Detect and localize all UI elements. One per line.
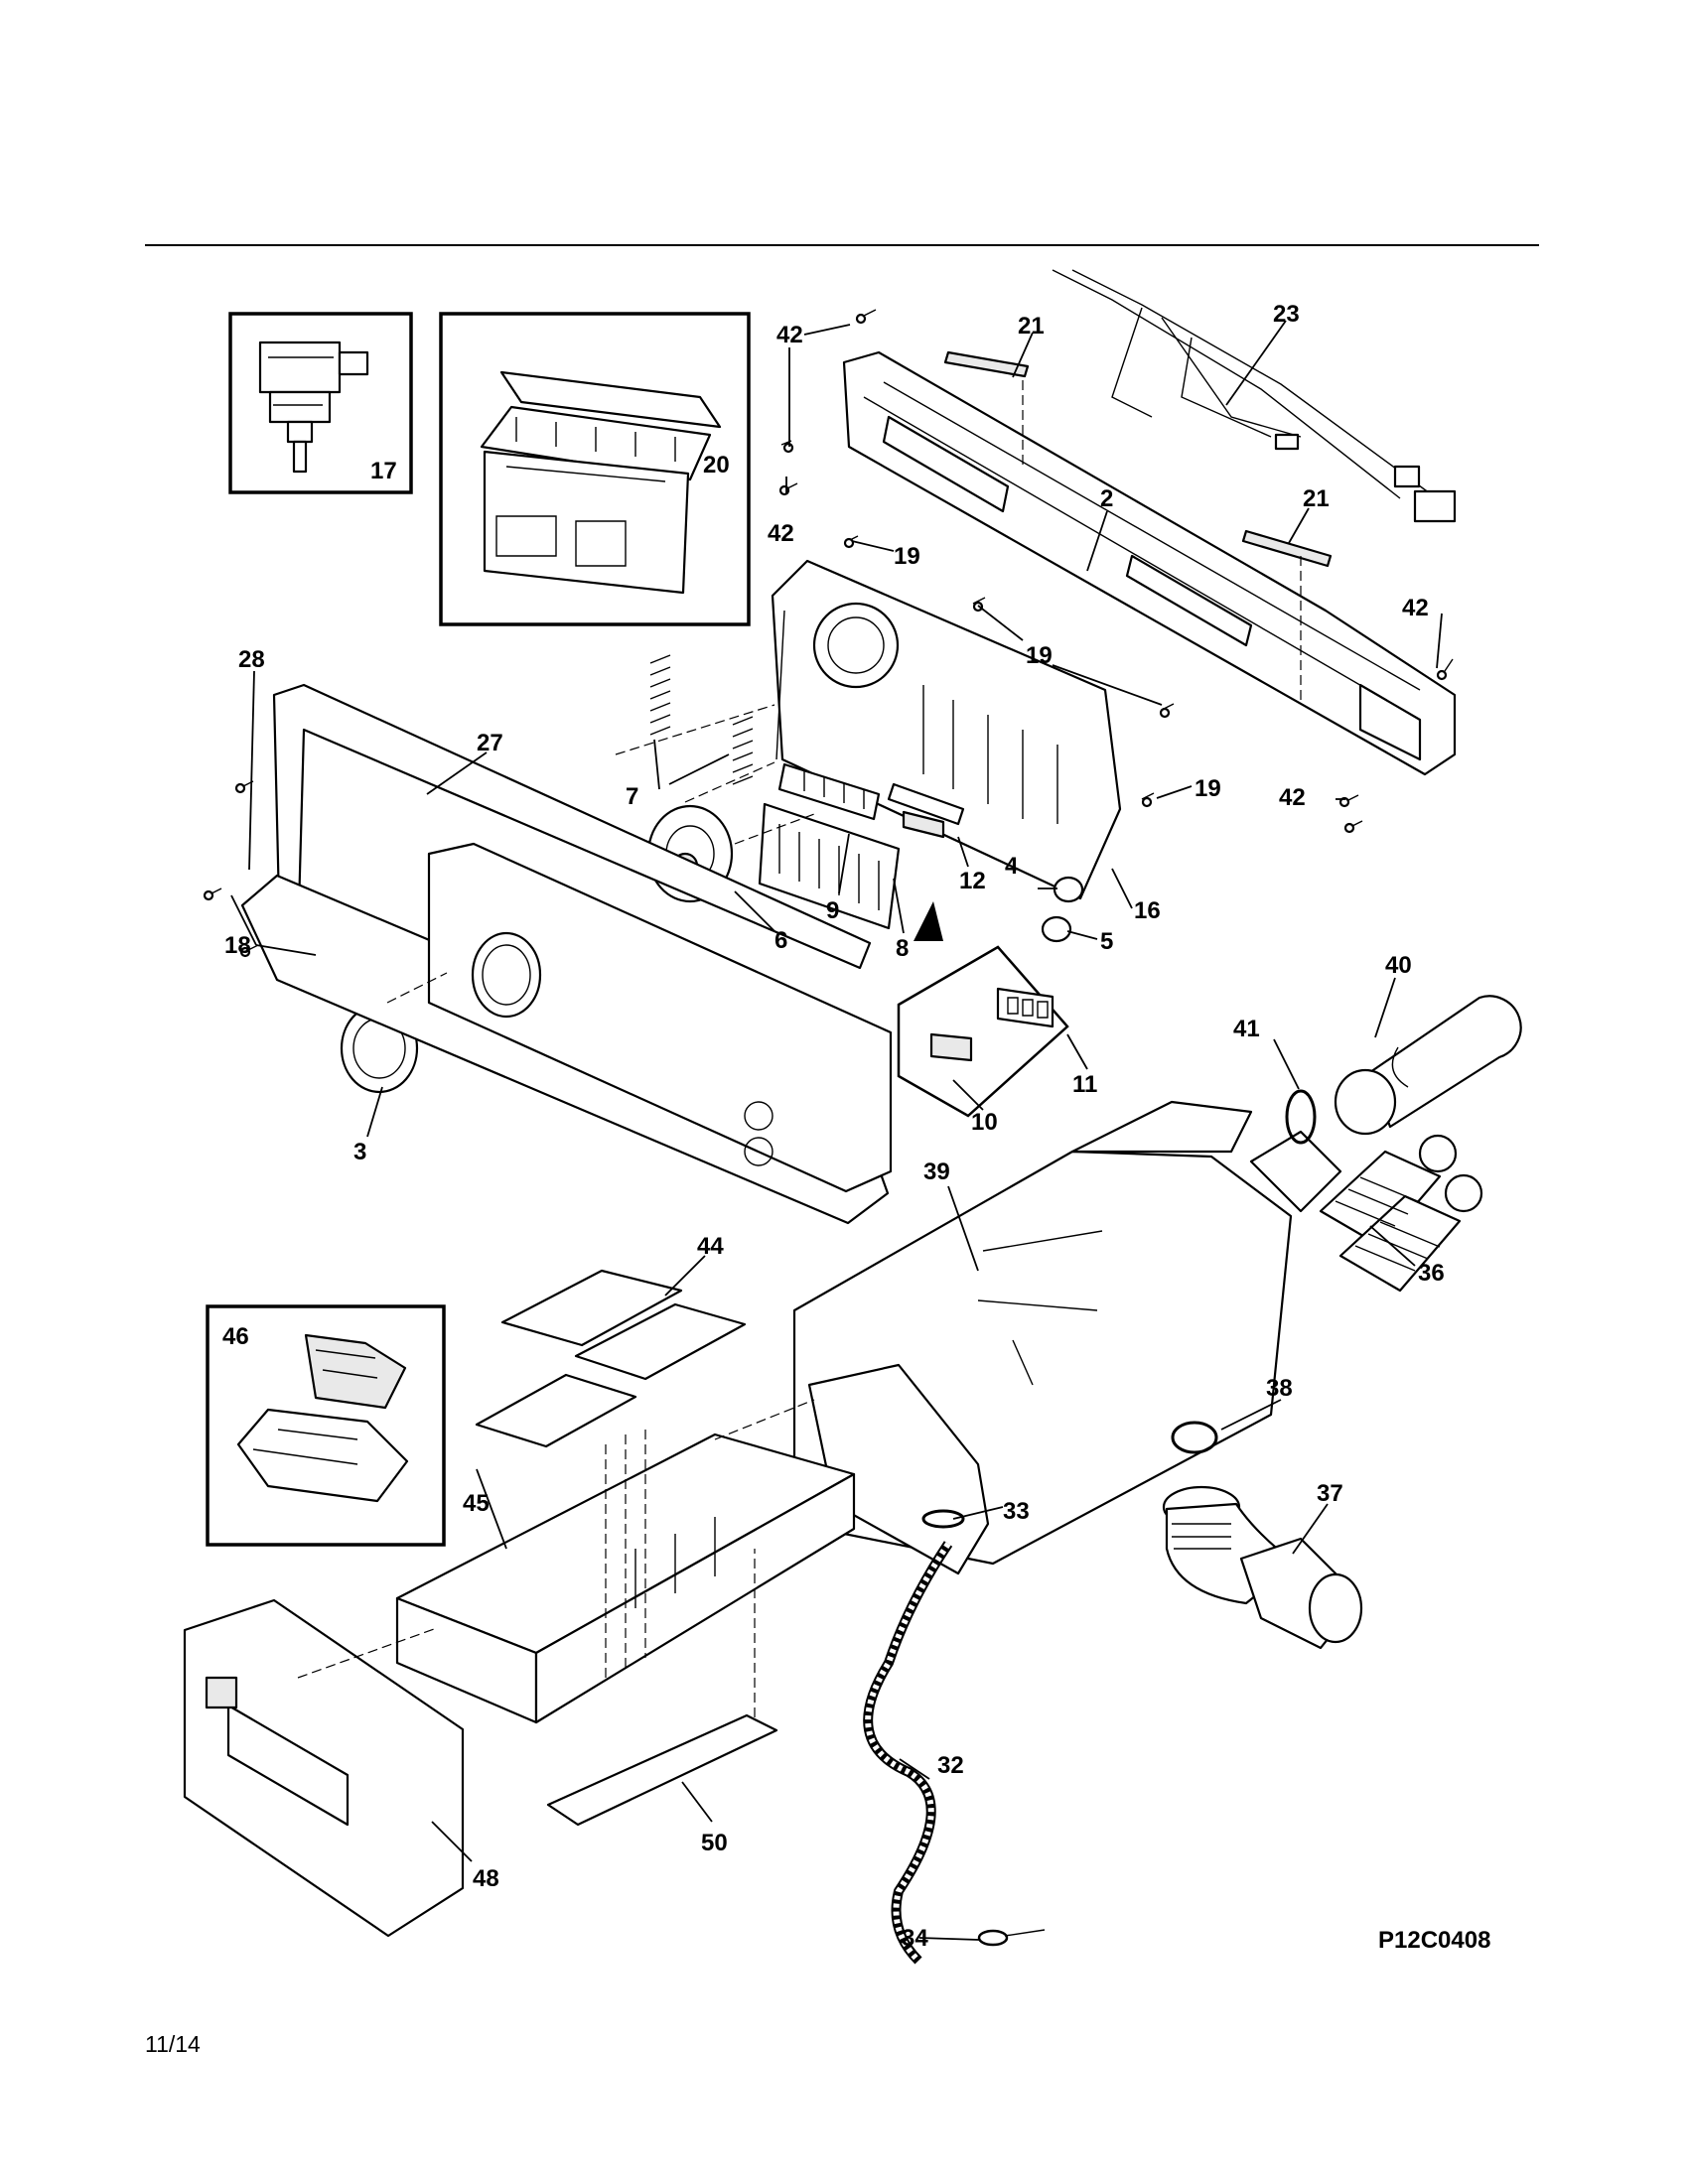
callout-38-label: 38 [1266, 1375, 1293, 1402]
callout-2: 2 [1100, 485, 1113, 512]
callout-46: 46 [222, 1323, 249, 1350]
inset-box-20 [439, 312, 751, 626]
o-ring-41 [1285, 1089, 1317, 1145]
button-4 [1053, 876, 1084, 903]
callout-23: 23 [1273, 301, 1300, 328]
drawer-front-48 [183, 1598, 465, 1938]
callout-20: 20 [703, 452, 730, 478]
detail-callout-10-11 [897, 901, 1069, 1118]
header-rule [145, 244, 1539, 246]
callout-10: 10 [971, 1109, 998, 1136]
callout-33-label: 33 [1003, 1498, 1030, 1525]
callout-19c: 19 [1195, 775, 1221, 802]
callout-5: 5 [1100, 928, 1113, 955]
control-board-16 [771, 559, 1122, 900]
page-number: 11/14 [145, 2031, 201, 2057]
callout-7: 7 [626, 783, 638, 810]
callout-42b: 42 [768, 520, 794, 547]
callout-19a: 19 [894, 543, 920, 570]
drain-hose-32 [863, 1541, 953, 1965]
clamp-33 [921, 1509, 965, 1529]
callout-37-label: 37 [1317, 1480, 1343, 1507]
callout-34-label: 34 [902, 1925, 928, 1952]
clamp-34 [977, 1929, 1046, 1947]
callout-36-label: 36 [1418, 1260, 1445, 1287]
inset-box-17 [228, 312, 413, 494]
screws [203, 309, 1454, 963]
callout-42d: 42 [1279, 784, 1306, 811]
callout-9: 9 [826, 897, 839, 924]
callout-11: 11 [1072, 1071, 1097, 1098]
callout-21b: 21 [1303, 485, 1330, 512]
callout-39: 39 [923, 1159, 950, 1185]
callout-45: 45 [463, 1490, 490, 1517]
siphon-50 [546, 1713, 778, 1827]
callout-17: 17 [370, 458, 397, 484]
callout-42c: 42 [1402, 595, 1429, 621]
callout-44: 44 [697, 1233, 724, 1260]
callout-41-label: 41 [1233, 1016, 1260, 1042]
callout-28: 28 [238, 646, 265, 673]
callout-48: 48 [473, 1865, 499, 1892]
callout-labels: 42 42 21 23 2 21 42 19 19 19 42 16 4 5 1… [222, 301, 1445, 1952]
callout-27: 27 [477, 730, 503, 756]
drawing-code: P12C0408 [1378, 1927, 1490, 1954]
callout-19b: 19 [1026, 642, 1053, 669]
callout-42a: 42 [776, 322, 803, 348]
callout-3: 3 [353, 1139, 366, 1165]
button-bar-12 [887, 782, 965, 839]
callout-40: 40 [1385, 952, 1412, 979]
assembly-lines [297, 380, 1302, 1717]
bellows-hose-37 [1162, 1485, 1363, 1650]
callout-12: 12 [959, 868, 986, 894]
filter-40 [1334, 995, 1522, 1136]
callout-4: 4 [1005, 853, 1019, 880]
leader-lines [230, 320, 1443, 1941]
spring-contacts-7 [649, 654, 754, 785]
inlet-valve-36 [1249, 1130, 1483, 1293]
button-strip-9 [777, 762, 881, 821]
callout-6: 6 [774, 927, 787, 954]
light-pipe-8 [758, 802, 901, 930]
console-bracket-2 [842, 350, 1457, 776]
clamp-38 [1171, 1421, 1218, 1454]
wire-harness-23 [1052, 269, 1457, 523]
control-panel-27 [240, 683, 893, 1225]
button-5 [1041, 915, 1072, 943]
detergent-cups-44 [475, 1269, 747, 1448]
callout-8: 8 [896, 935, 909, 962]
callout-50: 50 [701, 1830, 728, 1856]
callout-21a: 21 [1018, 313, 1045, 340]
callout-16: 16 [1134, 897, 1161, 924]
inset-box-46 [206, 1304, 446, 1547]
callout-18: 18 [224, 932, 251, 959]
callout-32-label: 32 [937, 1752, 964, 1779]
